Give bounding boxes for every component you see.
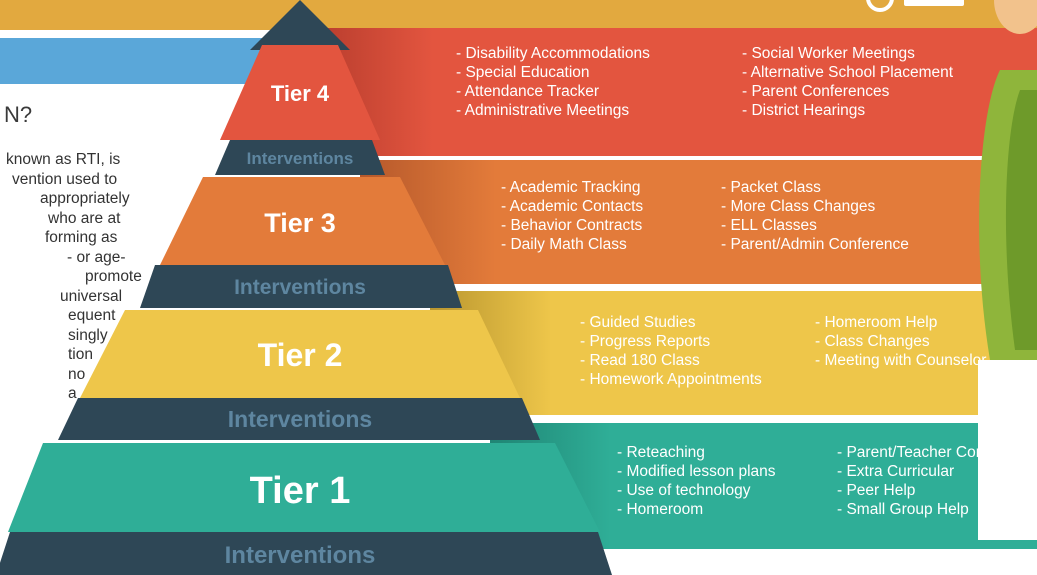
list-item: - Use of technology — [617, 482, 751, 499]
list-item: - Homeroom Help — [815, 314, 938, 331]
tier-2-col-1: - Guided Studies - Progress Reports - Re… — [580, 313, 815, 389]
list-item: - More Class Changes — [721, 198, 876, 215]
section-question-title: N? — [4, 102, 33, 127]
tier-4-interventions-band — [215, 140, 385, 175]
tier-3-col-2: - Packet Class - More Class Changes - EL… — [721, 178, 909, 254]
tier-3-intervention-list: - Academic Tracking - Academic Contacts … — [501, 178, 909, 254]
description-line: no — [68, 365, 86, 383]
tier-3-label: Tier 3 — [264, 208, 336, 238]
tier-2-interventions-band — [58, 398, 540, 440]
list-item: - Alternative School Placement — [742, 64, 954, 81]
list-item: - Meeting with Counselor — [815, 352, 987, 369]
tier-3-interventions-label: Interventions — [234, 276, 366, 299]
list-item: - Daily Math Class — [501, 236, 627, 253]
description-line: who are at — [48, 209, 121, 227]
tier-4-col-1: - Disability Accommodations - Special Ed… — [456, 44, 742, 120]
list-item: - ELL Classes — [721, 217, 817, 234]
tier-1-col-1: - Reteaching - Modified lesson plans - U… — [617, 443, 837, 519]
tier-1-segment — [8, 443, 600, 532]
tier-2-segment — [80, 310, 520, 398]
tier-4-band-shape — [300, 28, 1037, 156]
tier-3-band-shape — [360, 160, 1037, 284]
tier-2-band-shape — [430, 291, 1037, 415]
list-item: - Administrative Meetings — [456, 102, 630, 119]
list-item: - Social Worker Meetings — [742, 45, 915, 62]
description-line: universal — [60, 287, 123, 305]
list-item: - Parent/Admin Conference — [721, 236, 909, 253]
tier-3-band: - Academic Tracking - Academic Contacts … — [360, 160, 1037, 284]
description-line: tion — [68, 346, 93, 363]
list-item: - Packet Class — [721, 179, 821, 196]
list-item: - Parent Conferences — [742, 83, 890, 100]
tier-2-label: Tier 2 — [258, 337, 343, 373]
tier-3-col-1: - Academic Tracking - Academic Contacts … — [501, 178, 721, 254]
tier-3-interventions-band — [140, 265, 462, 308]
list-item: - Attendance Tracker — [456, 83, 600, 100]
description-line: promote — [85, 268, 142, 285]
list-item: - Homework Appointments — [580, 371, 762, 388]
tier-4-col-2: - Social Worker Meetings - Alternative S… — [742, 44, 953, 120]
description-line: equent — [68, 307, 116, 324]
list-item: - Guided Studies — [580, 314, 696, 331]
description-line: vention used to — [12, 170, 118, 188]
list-item: - Parent/Teacher Conf. — [837, 444, 993, 461]
list-item: - Peer Help — [837, 482, 916, 499]
tier-2-col-2: - Homeroom Help - Class Changes - Meetin… — [815, 313, 986, 389]
tier-3-segment — [160, 177, 445, 265]
tier-2-interventions-label: Interventions — [228, 406, 372, 432]
list-item: - Disability Accommodations — [456, 45, 650, 62]
description-line: singly — [68, 326, 108, 344]
list-item: - Modified lesson plans — [617, 463, 776, 480]
list-item: - Small Group Help — [837, 501, 969, 518]
list-item: - Reteaching — [617, 444, 705, 461]
description-line: - or age- — [67, 248, 126, 266]
logo-graphic — [866, 0, 964, 12]
tier-2-band: - Guided Studies - Progress Reports - Re… — [430, 291, 1037, 415]
tier-1-label: Tier 1 — [250, 470, 351, 512]
tier-1-interventions-band — [0, 532, 612, 575]
list-item: - Read 180 Class — [580, 352, 700, 369]
list-item: - Academic Tracking — [501, 179, 641, 196]
tier-4-segment — [220, 45, 380, 140]
description-line: forming as — [45, 229, 118, 246]
tier-1-col-2: - Parent/Teacher Conf. - Extra Curricula… — [837, 443, 993, 519]
tier-1-intervention-list: - Reteaching - Modified lesson plans - U… — [617, 443, 993, 519]
list-item: - Class Changes — [815, 333, 930, 350]
list-item: - Academic Contacts — [501, 198, 644, 215]
tier-4-interventions-label: Interventions — [247, 149, 354, 168]
list-item: - Behavior Contracts — [501, 217, 643, 234]
list-item: - District Hearings — [742, 102, 866, 119]
list-item: - Progress Reports — [580, 333, 711, 350]
student-character-illustration — [978, 0, 1037, 540]
top-banner — [0, 0, 1037, 30]
tier-2-intervention-list: - Guided Studies - Progress Reports - Re… — [580, 313, 986, 389]
list-item: - Special Education — [456, 64, 590, 81]
tier-4-band: - Disability Accommodations - Special Ed… — [300, 28, 1037, 156]
list-item: - Extra Curricular — [837, 463, 955, 480]
list-item: - Homeroom — [617, 501, 704, 518]
tier-4-label: Tier 4 — [271, 81, 330, 106]
description-line: known as RTI, is — [6, 151, 121, 168]
description-line: appropriately — [40, 190, 130, 207]
description-line: a — [68, 385, 77, 402]
description-text: known as RTI, is vention used to appropr… — [0, 150, 185, 404]
tier-4-intervention-list: - Disability Accommodations - Special Ed… — [456, 44, 953, 120]
pyramid-apex — [250, 0, 350, 50]
tier-1-interventions-label: Interventions — [225, 542, 376, 569]
